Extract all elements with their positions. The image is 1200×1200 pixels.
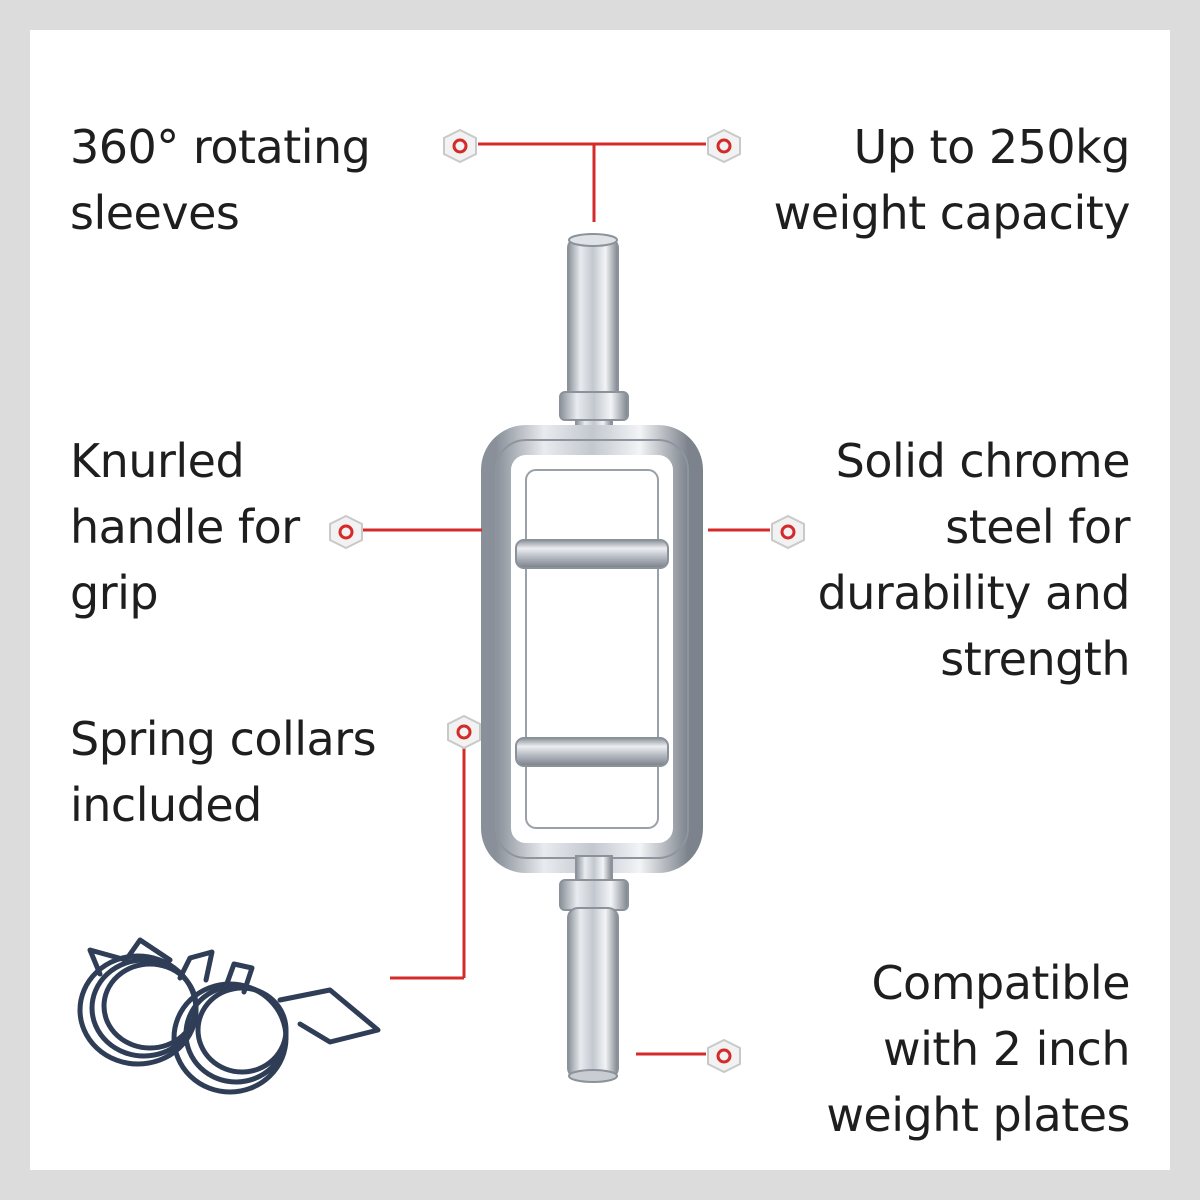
feature-compatible-plates: Compatible with 2 inch weight plates <box>826 950 1130 1148</box>
feature-text-line: strength <box>940 632 1130 686</box>
feature-text-line: sleeves <box>70 186 240 240</box>
feature-solid-chrome: Solid chrome steel for durability and st… <box>817 428 1131 692</box>
feature-text-line: grip <box>70 566 159 620</box>
spring-collars-image <box>77 937 381 1095</box>
feature-text-line: with 2 inch <box>883 1022 1130 1076</box>
feature-text-line: Up to 250kg <box>853 120 1131 174</box>
feature-text-line: Spring collars <box>70 712 377 766</box>
feature-text-line: steel for <box>945 500 1130 554</box>
feature-text-line: weight plates <box>826 1088 1130 1142</box>
feature-text-line: durability and <box>817 566 1131 620</box>
feature-rotating-sleeves: 360° rotating sleeves <box>70 114 371 246</box>
feature-text-line: Knurled <box>70 434 245 488</box>
feature-knurled-handle: Knurled handle for grip <box>70 428 300 626</box>
hex-nut-icon <box>329 514 363 550</box>
feature-text-line: Solid chrome <box>835 434 1131 488</box>
feature-weight-capacity: Up to 250kg weight capacity <box>773 114 1131 246</box>
product-infographic: 360° rotating sleeves Up to 250kg weight… <box>30 30 1170 1170</box>
hex-nut-icon <box>447 714 481 750</box>
feature-text-line: weight capacity <box>773 186 1131 240</box>
feature-text-line: Compatible <box>871 956 1130 1010</box>
hex-nut-icon <box>443 128 477 164</box>
hex-nut-icon <box>771 514 805 550</box>
feature-spring-collars: Spring collars included <box>70 706 377 838</box>
hex-nut-icon <box>707 1038 741 1074</box>
infographic-artwork <box>77 128 805 1095</box>
feature-text-line: 360° rotating <box>70 120 371 174</box>
hex-nut-icon <box>707 128 741 164</box>
triceps-bar-image <box>481 233 703 1083</box>
feature-text-line: included <box>70 778 262 832</box>
callout-lines <box>360 142 770 1056</box>
feature-text-line: handle for <box>70 500 300 554</box>
